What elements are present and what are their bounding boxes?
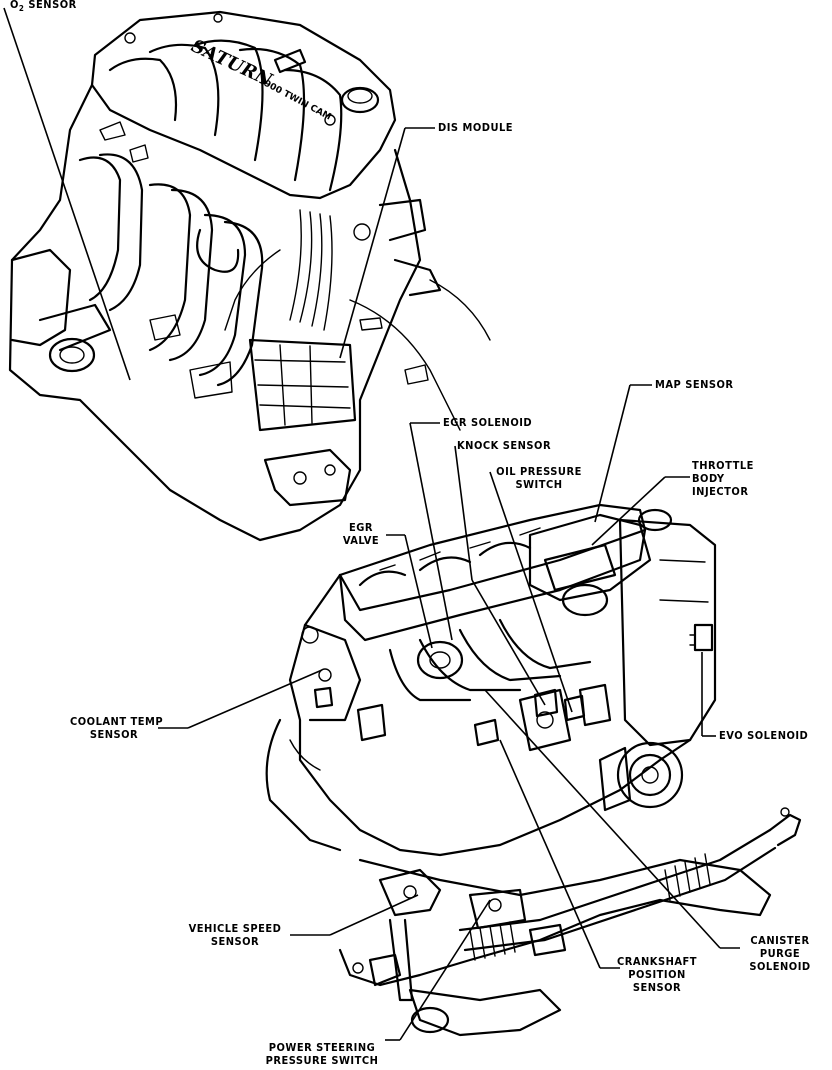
map-sensor-label: MAP SENSOR <box>655 378 734 391</box>
coolant-temp-sensor-line-2: SENSOR <box>89 728 139 741</box>
crankshaft-position-sensor-line-1: CRANKSHAFT <box>616 955 698 968</box>
power-steering-pressure-switch-label: POWER STEERING PRESSURE SWITCH <box>252 1041 392 1067</box>
power-steering-pressure-switch-line-1: POWER STEERING <box>268 1041 376 1054</box>
lower-engine-illustration <box>265 503 802 1037</box>
coolant-temp-sensor-line-1: COOLANT TEMP <box>70 715 164 728</box>
power-steering-pressure-switch-line-2: PRESSURE SWITCH <box>265 1054 379 1067</box>
dis-module-label: DIS MODULE <box>438 121 514 134</box>
throttle-body-injector-label: THROTTLE BODY INJECTOR <box>692 459 754 498</box>
throttle-body-injector-line-3: INJECTOR <box>692 485 749 498</box>
crankshaft-position-sensor-line-2: POSITION <box>628 968 686 981</box>
evo-solenoid-label: EVO SOLENOID <box>719 729 809 742</box>
canister-purge-solenoid-label: CANISTER PURGE SOLENOID <box>740 934 820 973</box>
o2-sensor-label: O2 SENSOR <box>10 0 77 13</box>
oil-pressure-switch-label: OIL PRESSURE SWITCH <box>484 465 594 491</box>
oil-pressure-switch-line-2: SWITCH <box>515 478 563 491</box>
throttle-body-injector-line-2: BODY <box>692 472 725 485</box>
canister-purge-solenoid-line-2: PURGE <box>759 947 801 960</box>
throttle-body-injector-line-1: THROTTLE <box>692 459 754 472</box>
vehicle-speed-sensor-line-2: SENSOR <box>210 935 260 948</box>
o2-sensor-label-subscript: 2 <box>18 4 25 13</box>
coolant-temp-sensor-label: COOLANT TEMP SENSOR <box>70 715 164 741</box>
canister-purge-solenoid-line-1: CANISTER <box>750 934 810 947</box>
crankshaft-position-sensor-line-3: SENSOR <box>632 981 682 994</box>
o2-sensor-label-main: O <box>10 0 19 11</box>
canister-purge-solenoid-line-3: SOLENOID <box>749 960 811 973</box>
oil-pressure-switch-line-1: OIL PRESSURE <box>496 465 582 478</box>
o2-sensor-label-tail: SENSOR <box>28 0 77 11</box>
cover-lettering-2: 1900 TWIN CAM <box>257 76 333 123</box>
vehicle-speed-sensor-label: VEHICLE SPEED SENSOR <box>180 922 290 948</box>
leader-lines <box>3 7 740 1041</box>
egr-valve-line-1: EGR <box>348 521 373 534</box>
egr-solenoid-label: EGR SOLENOID <box>443 416 533 429</box>
crankshaft-position-sensor-label: CRANKSHAFT POSITION SENSOR <box>612 955 702 994</box>
vehicle-speed-sensor-line-1: VEHICLE SPEED <box>188 922 282 935</box>
egr-valve-line-2: VALVE <box>342 534 380 547</box>
egr-valve-label: EGR VALVE <box>338 521 384 547</box>
knock-sensor-label: KNOCK SENSOR <box>457 439 552 452</box>
